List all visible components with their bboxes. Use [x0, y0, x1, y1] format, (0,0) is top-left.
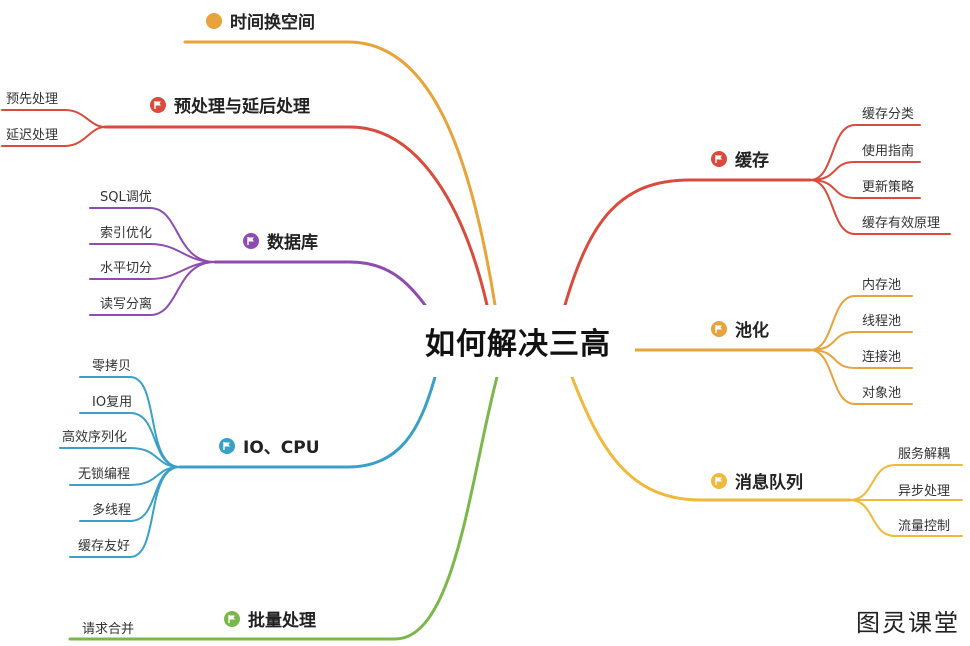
leaf-node[interactable]: 索引优化: [100, 226, 153, 241]
branch-cache[interactable]: 缓存: [711, 146, 769, 171]
leaf-node[interactable]: 流量控制: [898, 519, 951, 534]
leaf-node[interactable]: 使用指南: [862, 144, 915, 159]
leaf-node[interactable]: 延迟处理: [6, 128, 59, 143]
branch-label: 数据库: [267, 233, 318, 253]
leaf-node[interactable]: 更新策略: [862, 180, 915, 195]
leaf-node[interactable]: 水平切分: [100, 261, 153, 276]
connector-database: [213, 260, 427, 307]
leaf-node[interactable]: 读写分离: [100, 297, 153, 312]
dot-icon: [206, 12, 222, 29]
leaf-node[interactable]: 请求合并: [82, 622, 135, 637]
branch-label: 批量处理: [248, 611, 316, 631]
connector-cache: [563, 178, 812, 307]
branch-database[interactable]: 数据库: [243, 228, 318, 253]
leaf-node[interactable]: 连接池: [862, 350, 902, 365]
flag-icon: [224, 610, 240, 627]
branch-label: 缓存: [735, 151, 769, 171]
connector-preprocess: [103, 125, 489, 307]
branch-batch[interactable]: 批量处理: [224, 606, 316, 631]
flag-icon: [711, 472, 727, 489]
branch-preprocess[interactable]: 预处理与延后处理: [150, 92, 310, 117]
leaf-node[interactable]: 缓存友好: [78, 539, 131, 554]
leaf-node[interactable]: 对象池: [862, 386, 902, 401]
center-topic[interactable]: 如何解决三高: [401, 305, 635, 377]
branch-label: 池化: [735, 321, 769, 341]
watermark-text: 图灵课堂: [856, 609, 960, 637]
leaf-node[interactable]: 高效序列化: [62, 430, 128, 445]
leaf-node[interactable]: SQL调优: [100, 190, 152, 205]
leaf-node[interactable]: 缓存有效原理: [862, 216, 941, 231]
connector-mq: [570, 375, 852, 502]
leaf-node[interactable]: 服务解耦: [898, 447, 951, 462]
branch-label: 预处理与延后处理: [174, 97, 310, 117]
connector-batch: [68, 375, 499, 641]
leaf-node[interactable]: 线程池: [862, 314, 902, 329]
branch-label: 消息队列: [735, 473, 803, 493]
leaf-node[interactable]: 预先处理: [6, 92, 59, 107]
leaf-node[interactable]: 缓存分类: [862, 107, 915, 122]
branch-mq[interactable]: 消息队列: [711, 468, 803, 493]
branch-label: 时间换空间: [230, 13, 315, 33]
flag-icon: [150, 96, 166, 113]
leaf-node[interactable]: 无锁编程: [78, 467, 131, 482]
connector-io-cpu: [178, 375, 437, 469]
leaf-node[interactable]: 零拷贝: [92, 359, 132, 374]
branch-label: IO、CPU: [243, 438, 320, 458]
leaf-node[interactable]: 内存池: [862, 278, 902, 293]
connector-preprocess-leaf-2: [1, 126, 106, 147]
leaf-node[interactable]: 异步处理: [898, 484, 951, 499]
branch-pool[interactable]: 池化: [711, 316, 769, 341]
branch-io-cpu[interactable]: IO、CPU: [219, 433, 320, 458]
connector-preprocess-leaf-1: [1, 109, 106, 128]
branch-time-space[interactable]: 时间换空间: [206, 8, 315, 33]
leaf-node[interactable]: 多线程: [92, 503, 132, 518]
flag-icon: [243, 232, 259, 249]
flag-icon: [219, 437, 235, 454]
flag-icon: [711, 150, 727, 167]
connector-time-space: [183, 40, 497, 307]
leaf-node[interactable]: IO复用: [92, 395, 133, 410]
flag-icon: [711, 320, 727, 337]
